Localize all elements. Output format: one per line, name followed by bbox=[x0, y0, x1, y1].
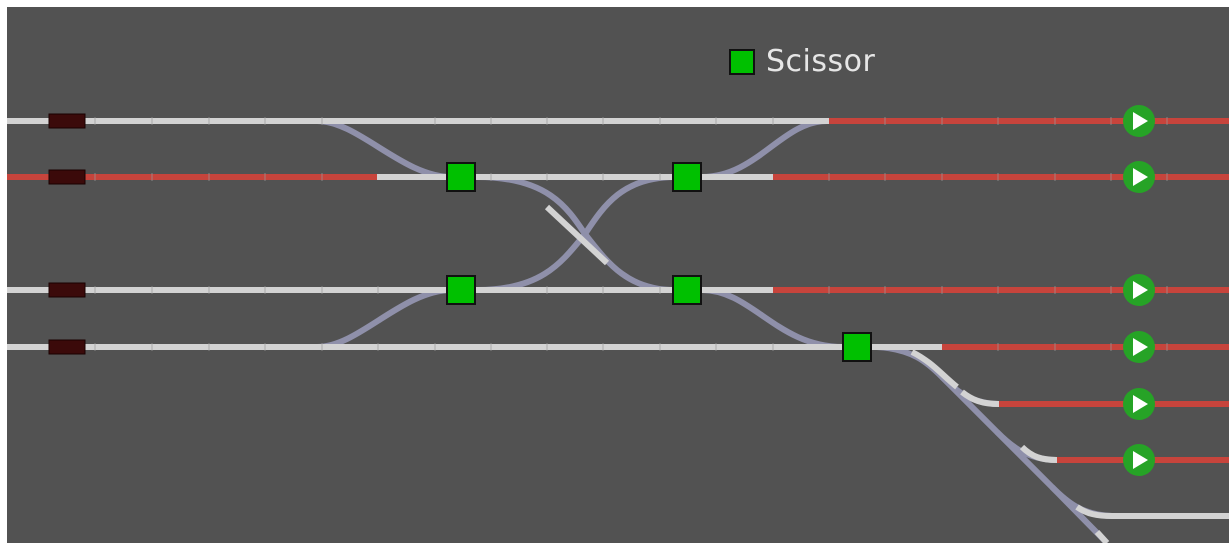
switch-curve bbox=[701, 118, 828, 180]
signal-play-icon[interactable] bbox=[1123, 331, 1155, 363]
signal-play-icon[interactable] bbox=[1123, 444, 1155, 476]
switch-route bbox=[1094, 529, 1110, 543]
switch-marker[interactable] bbox=[446, 275, 476, 305]
switch-route bbox=[1019, 444, 1058, 463]
rail-layout-board: Scissor bbox=[7, 7, 1229, 543]
green-square-switch-icon bbox=[729, 49, 755, 75]
switch-marker[interactable] bbox=[842, 332, 872, 362]
switch-curve bbox=[476, 232, 588, 293]
switch-curve bbox=[316, 118, 453, 180]
track-layer bbox=[7, 105, 1229, 543]
switch-curve bbox=[582, 232, 676, 293]
signal-play-icon[interactable] bbox=[1123, 388, 1155, 420]
switch-route bbox=[1075, 504, 1113, 519]
switch-curve bbox=[701, 287, 844, 350]
scissor-label-text: Scissor bbox=[766, 44, 876, 79]
signal-play-icon[interactable] bbox=[1123, 161, 1155, 193]
switch-curve bbox=[582, 174, 676, 236]
switch-marker[interactable] bbox=[446, 162, 476, 192]
switch-marker[interactable] bbox=[672, 275, 702, 305]
buffer-stop-icon[interactable] bbox=[48, 282, 86, 298]
signal-play-icon[interactable] bbox=[1123, 105, 1155, 137]
signal-play-icon[interactable] bbox=[1123, 274, 1155, 306]
buffer-stop-icon[interactable] bbox=[48, 113, 86, 129]
switch-route bbox=[910, 349, 959, 390]
buffer-stop-icon[interactable] bbox=[48, 169, 86, 185]
buffer-stop-icon[interactable] bbox=[48, 339, 86, 355]
switch-curve bbox=[316, 287, 453, 350]
switch-route bbox=[960, 389, 1000, 407]
switch-route bbox=[544, 204, 610, 266]
scissor-label: Scissor bbox=[729, 47, 875, 77]
switch-marker[interactable] bbox=[672, 162, 702, 192]
